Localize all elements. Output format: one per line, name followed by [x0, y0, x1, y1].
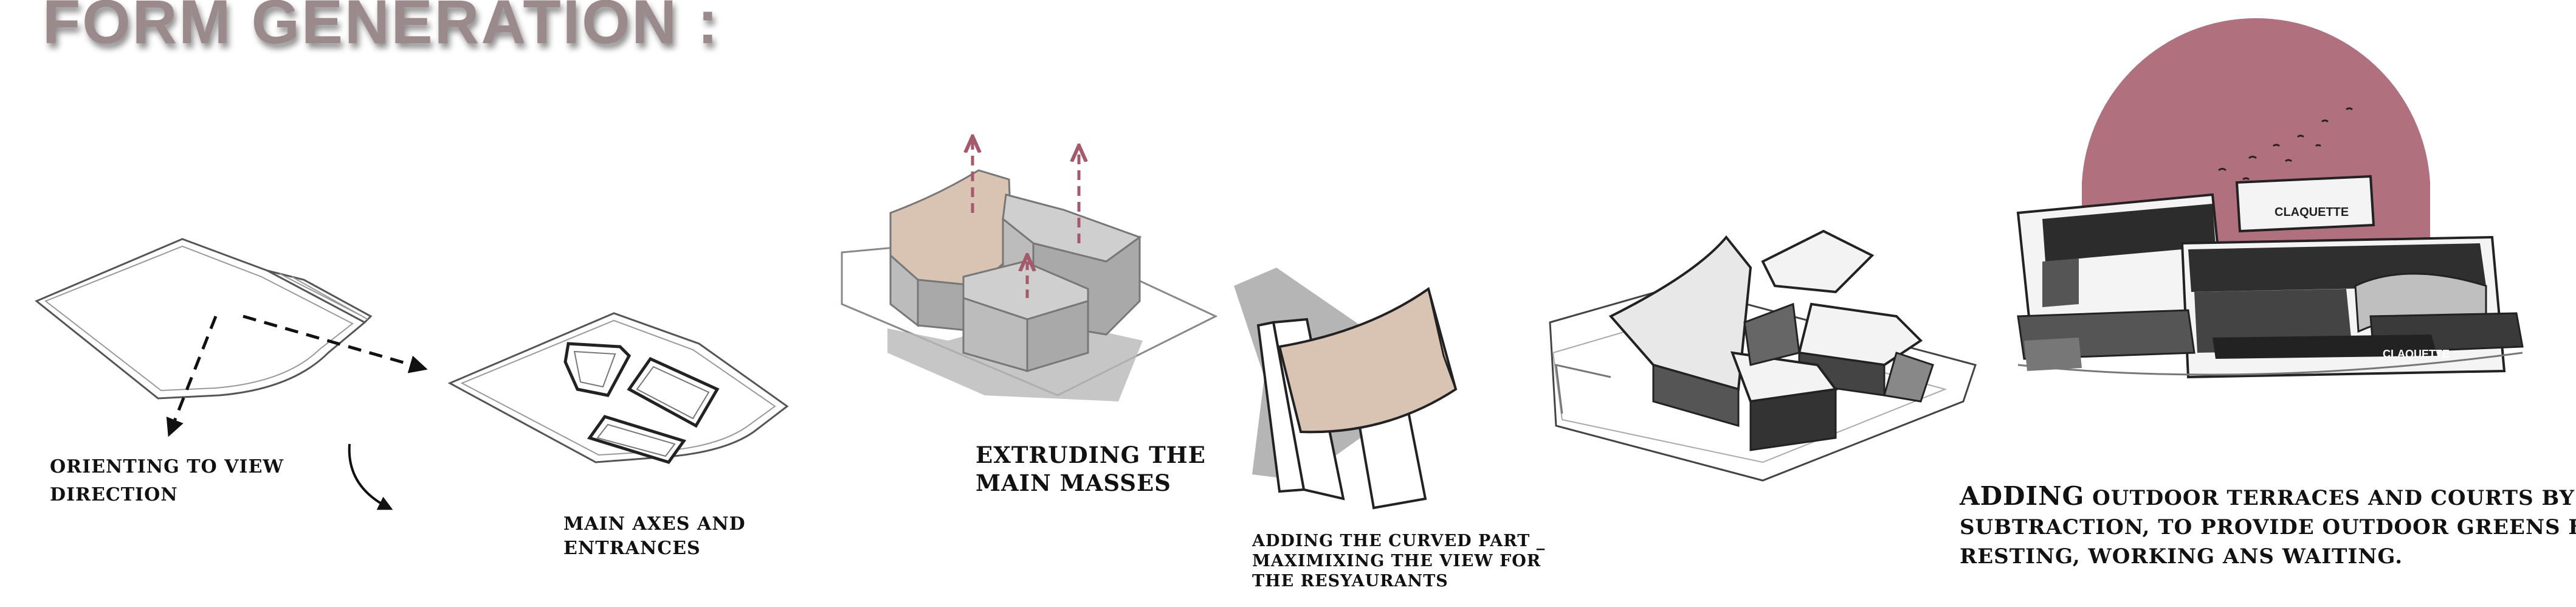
- page-title: FORM GENERATION :: [43, 0, 720, 57]
- step-5-caption: ADDING OUTDOOR TERRACES AND COURTS BY SU…: [1960, 481, 2576, 569]
- step-2-caption: MAIN AXES AND ENTRANCES: [563, 513, 746, 559]
- view-direction-arrow-1: [166, 316, 218, 437]
- step-5-caption-lead: ADDING: [1960, 481, 2085, 511]
- building-sign-top: CLAQUETTE: [2275, 206, 2349, 219]
- view-direction-arrow-2: [243, 314, 428, 373]
- step-3-caption: EXTRUDING THE MAIN MASSES: [976, 442, 1206, 496]
- building-sign-bottom: CLAQUETTE: [2383, 348, 2450, 360]
- step-2-axes-diagram: [447, 312, 789, 464]
- step-5-building-sketch: [1549, 229, 1977, 482]
- step-6-final-building: CLAQUETTE CLAQUETTE: [2016, 18, 2524, 379]
- birds-icon: [2218, 107, 2353, 181]
- step-4-curved-part-diagram: [1234, 268, 1458, 510]
- step-3-masses-diagram: [841, 140, 1218, 401]
- step-1-site-diagram: [35, 238, 428, 437]
- step-5-caption-line-1: OUTDOOR TERRACES AND COURTS BY: [2084, 486, 2575, 510]
- step-4-caption: ADDING THE CURVED PART _ MAXIMIXING THE …: [1252, 532, 1546, 591]
- step-1-caption: ORIENTING TO VIEW DIRECTION: [50, 456, 284, 505]
- step-transition-arrow: [348, 443, 393, 510]
